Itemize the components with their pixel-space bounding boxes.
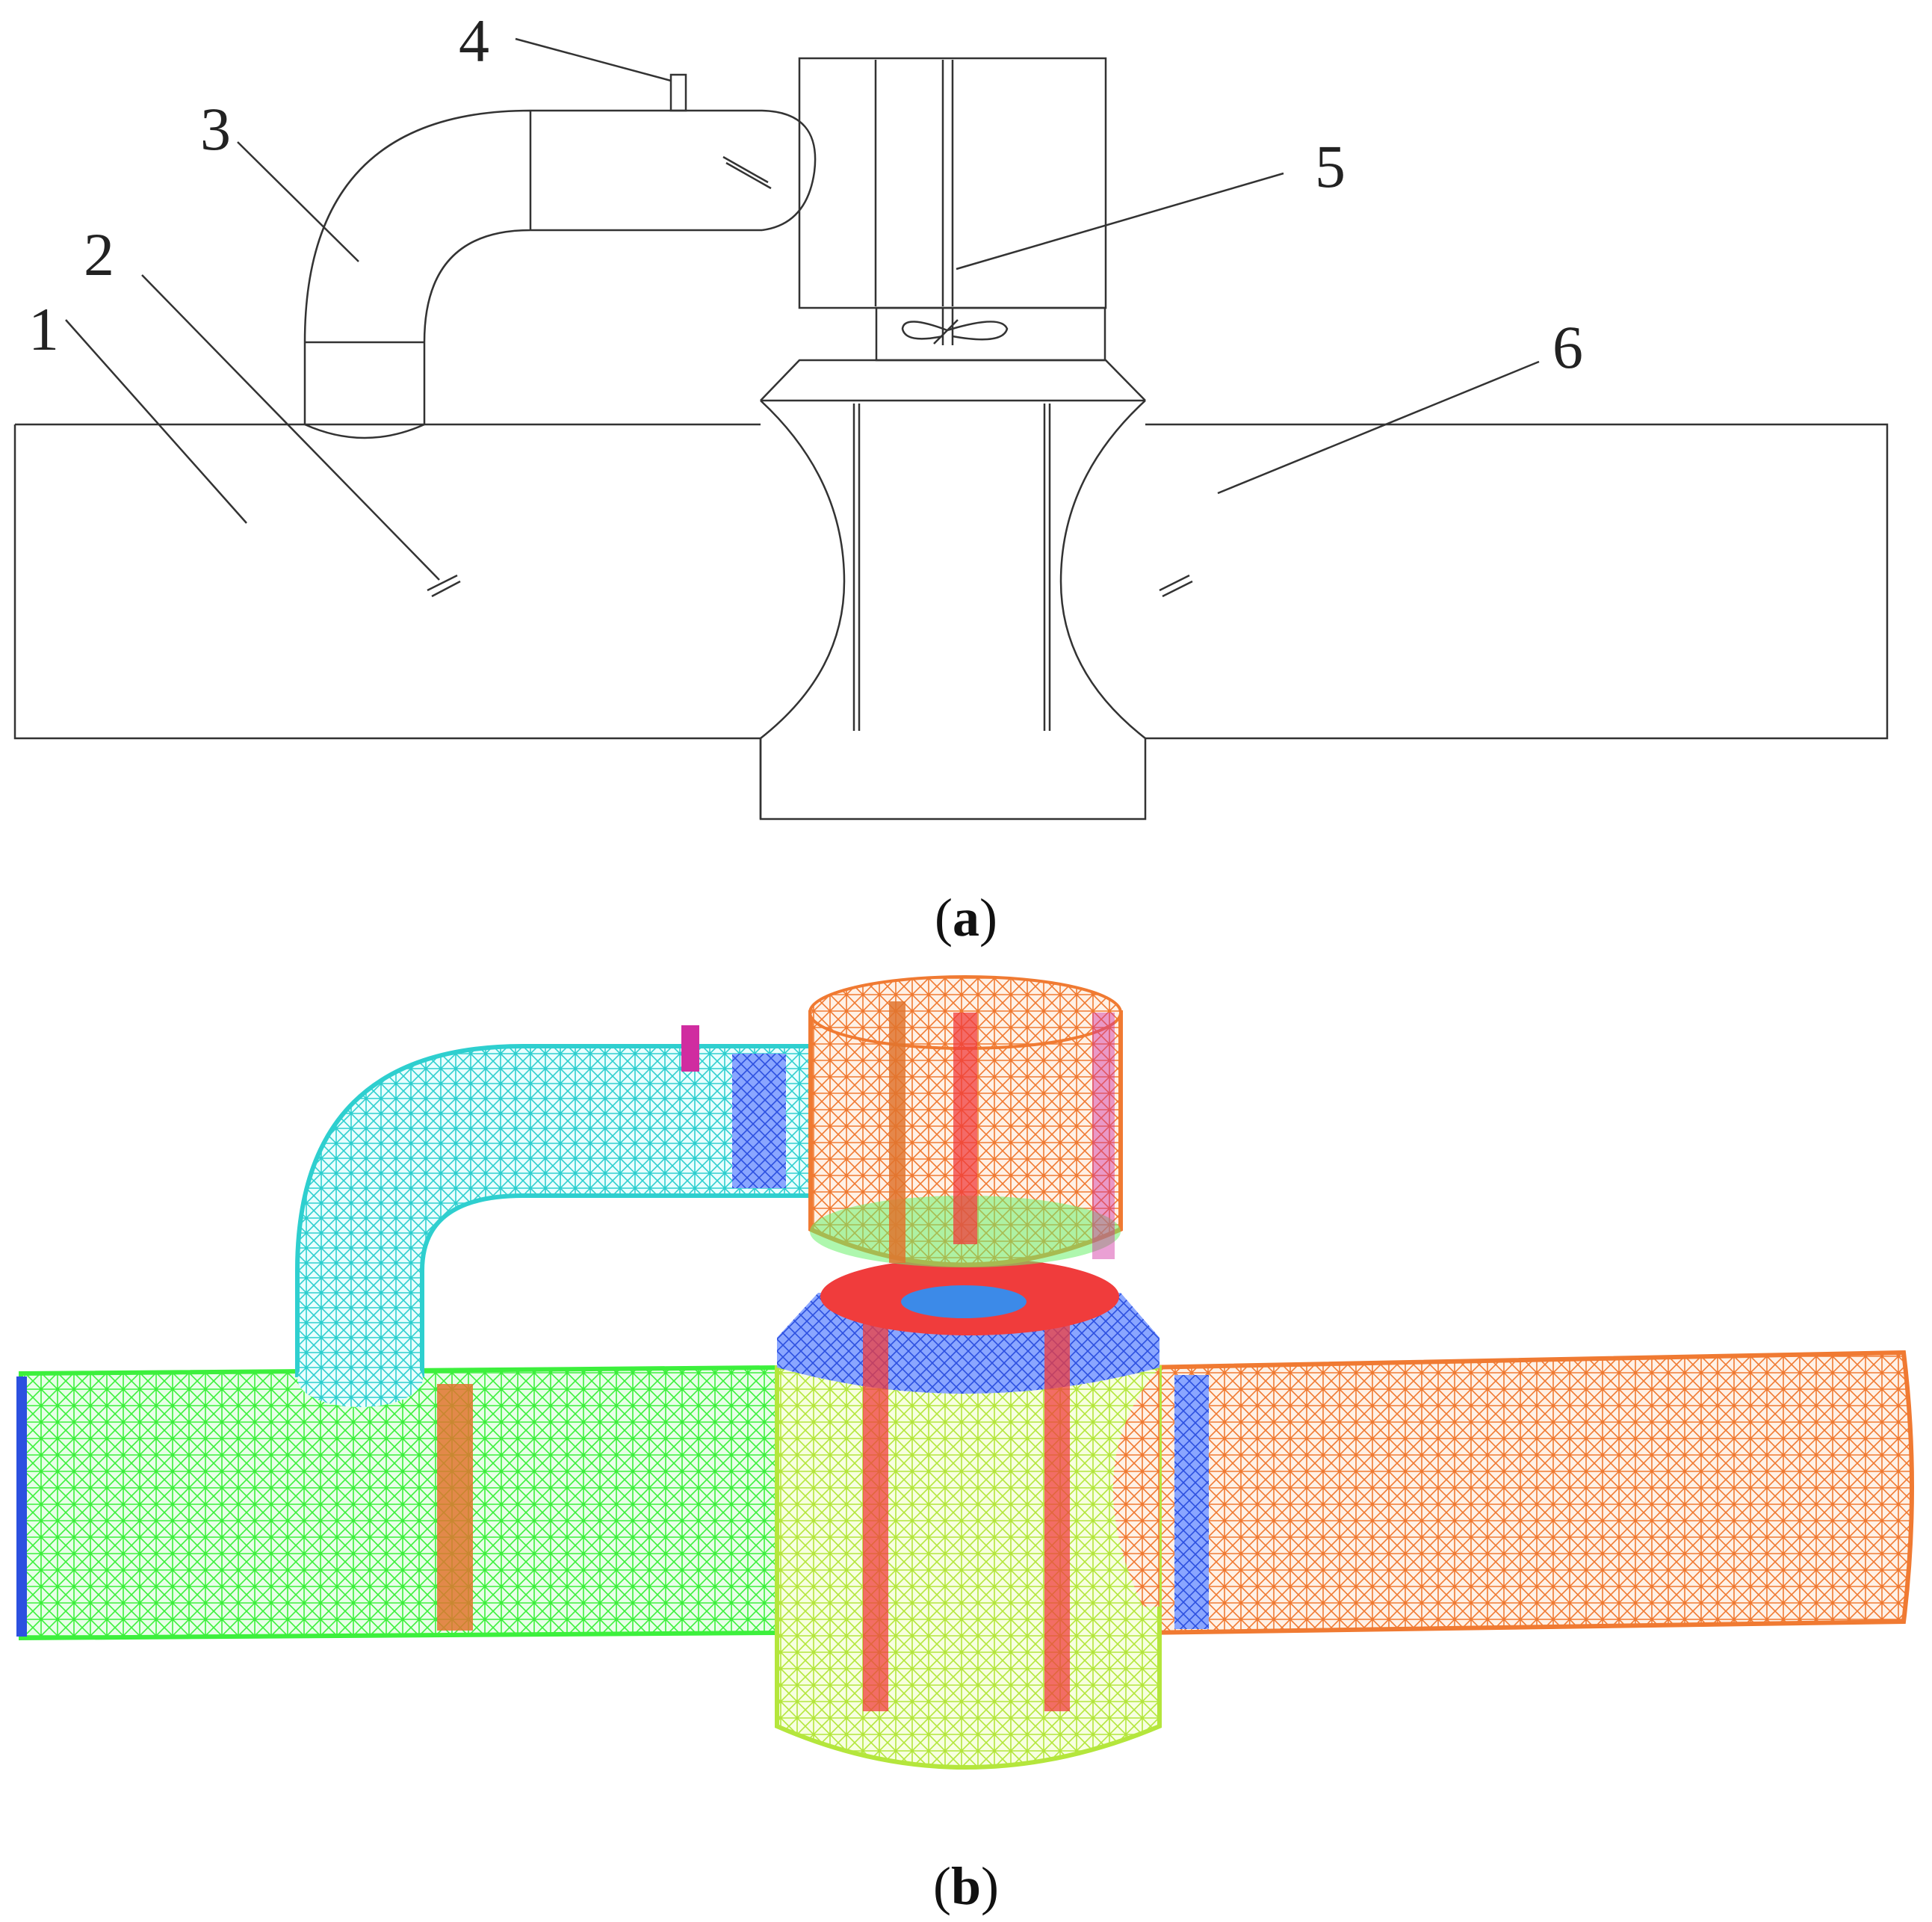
upper-chamber-dividers bbox=[874, 60, 954, 306]
mesh-chamber-waist bbox=[1112, 1368, 1159, 1607]
mesh-upper-shaft bbox=[953, 1013, 977, 1244]
mesh-inlet-divider bbox=[437, 1384, 473, 1631]
mesh-upper-divider-left bbox=[889, 1001, 905, 1263]
mesh-elbow-base bbox=[297, 1350, 423, 1407]
label-3: 3 bbox=[200, 95, 231, 163]
mesh-outlet-pipe bbox=[1141, 1350, 1914, 1636]
mesh-sensor bbox=[681, 1025, 699, 1072]
sensor-port bbox=[669, 73, 687, 112]
chamber-baffles bbox=[852, 404, 1051, 731]
label-2: 2 bbox=[84, 220, 114, 288]
caption-a: (a) bbox=[935, 888, 997, 948]
impeller-blades bbox=[901, 319, 1009, 344]
mesh-interface-core bbox=[901, 1285, 1027, 1318]
leader-line-1 bbox=[65, 319, 247, 524]
elbow-pipe-bottom-curve bbox=[304, 423, 425, 439]
upper-chamber-inlet-curve bbox=[761, 109, 817, 232]
mesh-mixing-chamber bbox=[775, 1365, 1162, 1770]
sensor-plate-6 bbox=[1159, 574, 1193, 598]
stirrer-shaft bbox=[941, 308, 954, 345]
flow-plate-elbow bbox=[722, 155, 772, 190]
leader-line-6 bbox=[1217, 360, 1540, 495]
leader-line-3 bbox=[237, 141, 359, 262]
label-4: 4 bbox=[459, 7, 489, 75]
label-6: 6 bbox=[1552, 313, 1583, 381]
mesh-inlet-pipe bbox=[19, 1365, 779, 1641]
mesh-upper-divider-right bbox=[1092, 1013, 1115, 1259]
label-5: 5 bbox=[1315, 132, 1346, 200]
leader-line-4 bbox=[515, 37, 672, 82]
outlet-pipe-outline bbox=[1145, 423, 1889, 740]
mixing-chamber-outline bbox=[759, 399, 1147, 821]
mesh-elbow-interface bbox=[732, 1054, 786, 1188]
elbow-pipe-outline bbox=[303, 109, 762, 424]
inlet-pipe-outline bbox=[13, 423, 761, 740]
impeller-housing bbox=[875, 306, 1106, 362]
sensor-plate-2 bbox=[427, 574, 461, 598]
leader-line-2 bbox=[141, 274, 440, 581]
mesh-outlet-divider bbox=[1174, 1375, 1209, 1629]
label-1: 1 bbox=[28, 295, 59, 363]
chamber-cone-outline bbox=[760, 359, 1146, 401]
mesh-inlet-face bbox=[16, 1376, 27, 1637]
mesh-elbow-pipe bbox=[295, 1044, 818, 1377]
caption-b: (b) bbox=[933, 1856, 999, 1916]
panel-b-mesh-model: (b) bbox=[16, 975, 1914, 1916]
mesh-chamber-baffle-left bbox=[863, 1315, 888, 1711]
mesh-chamber-baffle-right bbox=[1044, 1315, 1070, 1711]
leader-line-5 bbox=[956, 172, 1284, 271]
panel-a-line-drawing: 1 2 3 4 5 6 (a) bbox=[13, 7, 1889, 948]
